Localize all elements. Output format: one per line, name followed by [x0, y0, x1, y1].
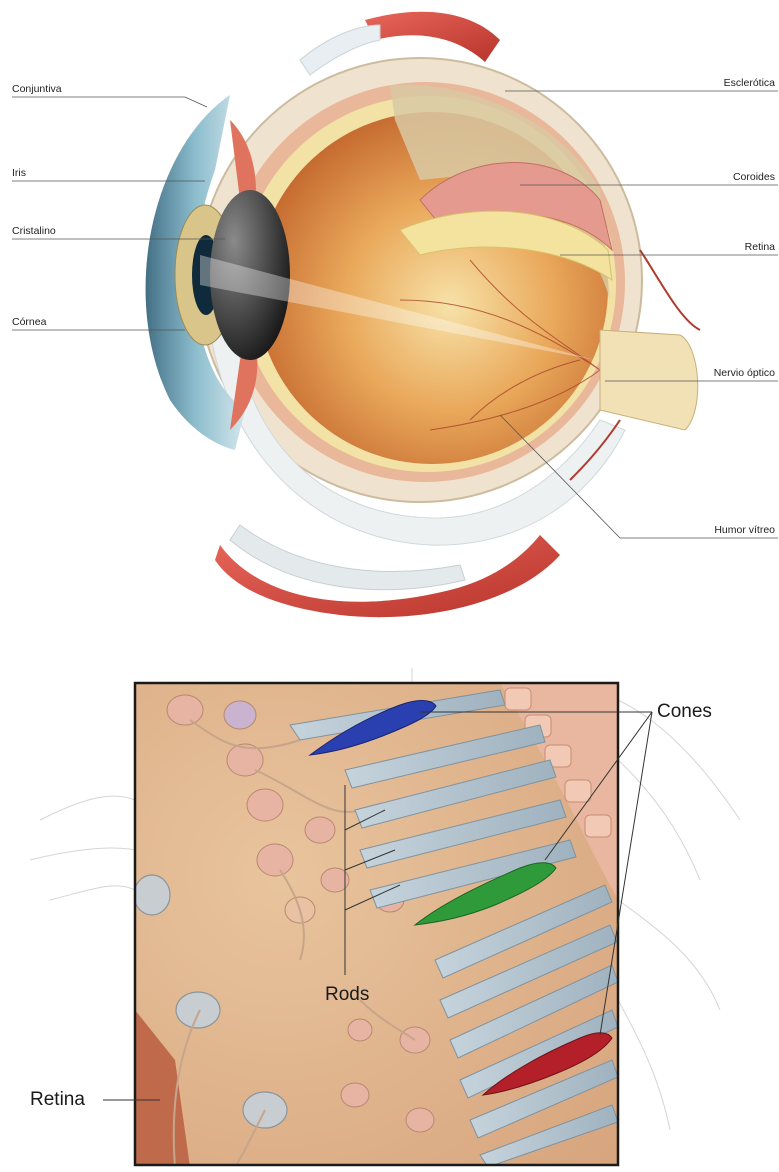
- label-iris: Iris: [12, 168, 26, 179]
- label-nervio-optico: Nervio óptico: [714, 368, 775, 379]
- leader-conjuntiva: [12, 97, 207, 107]
- label-esclerotica: Esclerótica: [724, 78, 775, 89]
- label-rods: Rods: [325, 985, 369, 1004]
- label-retina-eye: Retina: [745, 242, 775, 253]
- label-humor-vitreo: Humor vítreo: [714, 525, 775, 536]
- label-cornea: Córnea: [12, 317, 46, 328]
- label-cones: Cones: [657, 702, 712, 721]
- optic-nerve: [600, 330, 698, 430]
- top-muscle: [365, 12, 500, 62]
- retina-closeup: [30, 668, 740, 1167]
- label-conjuntiva: Conjuntiva: [12, 84, 62, 95]
- label-cristalino: Cristalino: [12, 226, 56, 237]
- label-retina-closeup: Retina: [30, 1090, 85, 1109]
- label-coroides: Coroides: [733, 172, 775, 183]
- eye-cross-section: [146, 12, 700, 617]
